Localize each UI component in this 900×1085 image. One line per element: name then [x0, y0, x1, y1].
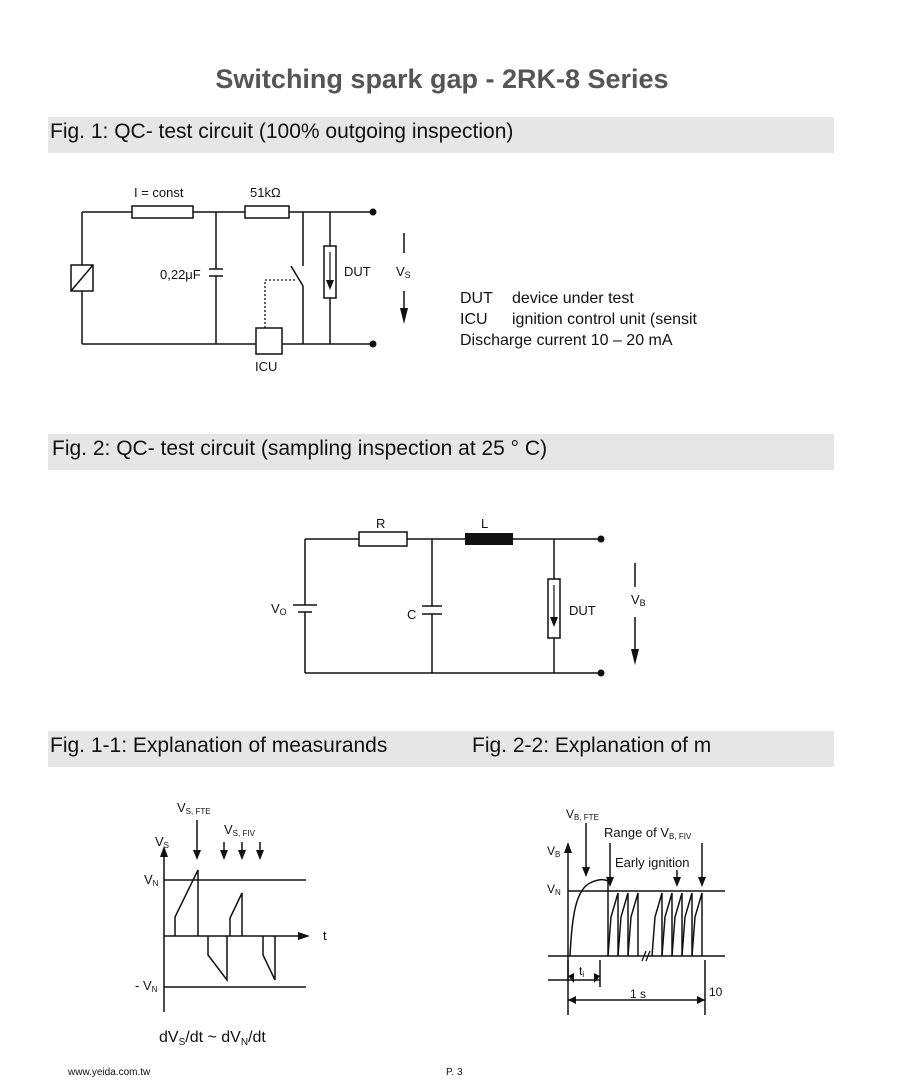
- label-c: C: [407, 607, 416, 622]
- terminal-bottom: [369, 340, 377, 348]
- current-source-resistor: [131, 205, 194, 219]
- page-title: Switching spark gap - 2RK-8 Series: [215, 64, 669, 94]
- fig11-waveform-diagram: VS, FTE VS, FIV VS VN - VN t dVS/dt ~ dV…: [135, 800, 327, 1048]
- formula-sub1: S: [179, 1037, 186, 1048]
- fig1-heading-band: Fig. 1: QC- test circuit (100% outgoing …: [48, 117, 834, 153]
- label-vs-fiv-sub: S, FIV: [233, 829, 256, 838]
- formula-mid: /dt ~ dV: [185, 1029, 241, 1046]
- label-dut: DUT: [569, 603, 596, 618]
- label-neg-vn: - V: [135, 978, 152, 993]
- label-vn: V: [547, 882, 555, 896]
- label-current: I = const: [134, 185, 184, 200]
- label-v0: V: [271, 601, 280, 616]
- svg-text:ti: ti: [579, 964, 584, 979]
- svg-text:VS, FTE: VS, FTE: [177, 800, 211, 816]
- x-axis-arrow-icon: [298, 932, 310, 940]
- footer-url: www.yeida.com.tw: [68, 1067, 151, 1078]
- label-vn-sub: N: [555, 888, 561, 897]
- legend-row: Discharge current 10 – 20 mA: [460, 330, 697, 351]
- axis-break-icon: [641, 950, 651, 962]
- label-v0-sub: O: [280, 607, 287, 617]
- label-capacitor: 0,22μF: [160, 267, 201, 282]
- legend-key: DUT: [460, 290, 493, 307]
- resistor-51k: [244, 205, 290, 219]
- inductor-l: [465, 533, 513, 545]
- y-axis-arrow-icon: [564, 842, 572, 853]
- legend-text: ignition control unit (sensit: [512, 311, 697, 328]
- icu-symbol: [255, 327, 283, 355]
- legend-text: Discharge current 10 – 20 mA: [460, 332, 673, 349]
- label-vb-fte: V: [566, 807, 574, 821]
- legend-text: device under test: [512, 290, 634, 307]
- fig1-legend: DUT device under test ICU ignition control…: [460, 288, 697, 351]
- formula-end: /dt: [248, 1029, 266, 1046]
- label-vn-sub: N: [153, 879, 159, 888]
- svg-text:VS: VS: [155, 834, 169, 850]
- label-t: t: [323, 928, 327, 943]
- legend-row: ICU ignition control unit (sensit: [460, 309, 697, 330]
- label-vs-fte: V: [177, 800, 186, 815]
- label-ti: t: [579, 964, 583, 978]
- svg-text:VN: VN: [547, 882, 561, 897]
- label-ti-sub: i: [582, 970, 584, 979]
- svg-text:dVS/dt ~ dVN/dt: dVS/dt ~ dVN/dt: [159, 1029, 266, 1048]
- y-axis-arrow-icon: [160, 846, 168, 857]
- terminal-top: [597, 535, 605, 543]
- fig1-circuit-diagram: I = const 51kΩ 0,22μF DUT VS ICU: [70, 185, 411, 374]
- formula-sub2: N: [241, 1037, 248, 1048]
- footer-page: P. 3: [446, 1067, 463, 1078]
- formula-dv: dV: [159, 1029, 179, 1046]
- label-vs-sub: S: [405, 270, 411, 280]
- label-vs-axis: V: [155, 834, 164, 849]
- svg-text:VB: VB: [631, 592, 646, 608]
- label-r: R: [376, 516, 385, 531]
- svg-text:VB, FTE: VB, FTE: [566, 807, 599, 822]
- label-vb-sub: B: [640, 598, 646, 608]
- fig22-waveform-diagram: VB, FTE Range of VB, FIV VB Early igniti…: [547, 807, 725, 1015]
- label-vn: V: [144, 872, 153, 887]
- fig22-heading: Fig. 2-2: Explanation of m: [472, 734, 712, 757]
- battery-symbol: [293, 604, 317, 613]
- label-one-s: 1 s: [630, 987, 646, 1001]
- capacitor-c: [422, 605, 442, 615]
- legend-key: ICU: [460, 311, 488, 328]
- svg-text:Range of VB, FIV: Range of VB, FIV: [604, 825, 692, 841]
- label-vb-fte-sub: B, FTE: [574, 813, 599, 822]
- label-range: Range of V: [604, 825, 669, 840]
- label-vb-axis: V: [547, 844, 555, 858]
- label-vb: V: [631, 592, 640, 607]
- svg-text:- VN: - VN: [135, 978, 158, 994]
- resistor-r: [358, 531, 408, 547]
- label-icu: ICU: [255, 359, 277, 374]
- label-resistor: 51kΩ: [250, 185, 281, 200]
- terminal-bottom: [597, 669, 605, 677]
- svg-text:VO: VO: [271, 601, 287, 617]
- label-vs-axis-sub: S: [164, 841, 169, 850]
- label-early-ignition: Early ignition: [615, 855, 689, 870]
- svg-text:VN: VN: [144, 872, 159, 888]
- label-vs-fte-sub: S, FTE: [186, 807, 211, 816]
- label-vs: V: [396, 264, 405, 279]
- fig2-circuit-diagram: R L VO C DUT VB: [271, 516, 646, 677]
- fig2-heading: Fig. 2: QC- test circuit (sampling inspe…: [52, 437, 548, 460]
- label-l: L: [481, 516, 488, 531]
- label-vs-fiv: V: [224, 822, 233, 837]
- label-ten: 10: [709, 985, 723, 999]
- fig2-heading-band: Fig. 2: QC- test circuit (sampling inspe…: [48, 434, 834, 470]
- capacitor-symbol: [209, 268, 223, 277]
- label-range-sub: B, FIV: [669, 832, 692, 841]
- label-dut: DUT: [344, 264, 371, 279]
- svg-text:VB: VB: [547, 844, 560, 859]
- label-neg-vn-sub: N: [152, 985, 158, 994]
- fig11-heading: Fig. 1-1: Explanation of measurands: [50, 734, 388, 757]
- svg-text:VS, FIV: VS, FIV: [224, 822, 256, 838]
- fig1-heading: Fig. 1: QC- test circuit (100% outgoing …: [50, 120, 514, 143]
- svg-text:VS: VS: [396, 264, 411, 280]
- fig11-heading-band: Fig. 1-1: Explanation of measurands Fig.…: [48, 731, 834, 767]
- legend-row: DUT device under test: [460, 288, 697, 309]
- terminal-top: [369, 208, 377, 216]
- label-vb-axis-sub: B: [555, 850, 560, 859]
